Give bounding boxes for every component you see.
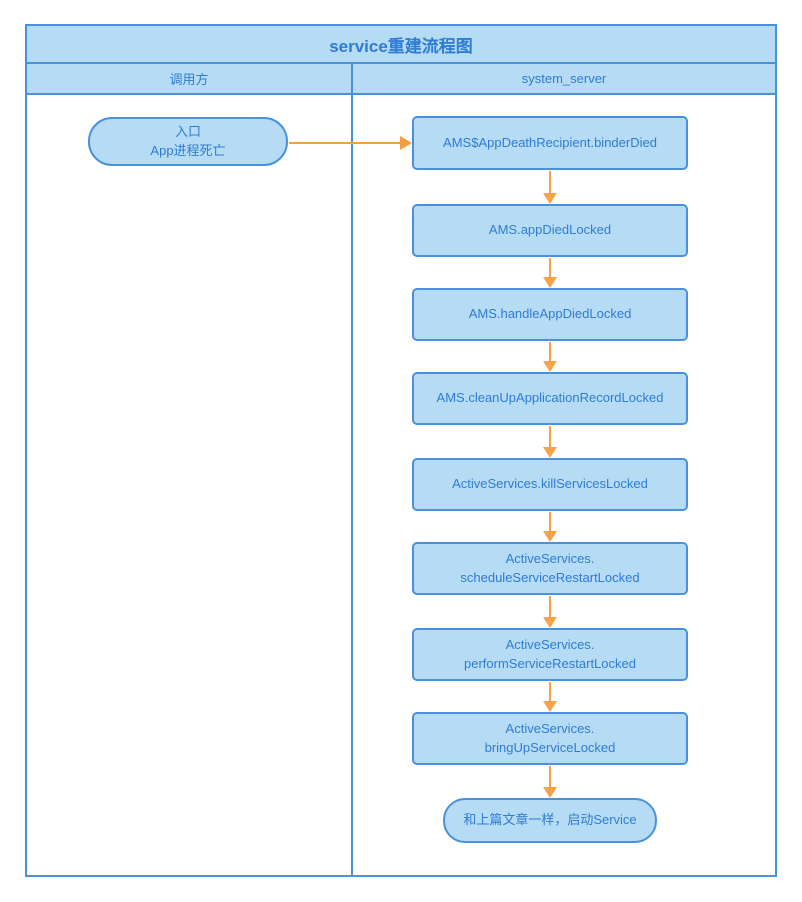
arrow-head-icon <box>543 193 557 204</box>
arrow-shaft <box>549 596 551 617</box>
flow-node-app-died-locked: AMS.appDiedLocked <box>412 204 688 257</box>
lane-divider <box>351 62 353 875</box>
lane-header-system-server: system_server <box>351 62 777 95</box>
flow-node-perform-service-restart-locked: ActiveServices. performServiceRestartLoc… <box>412 628 688 681</box>
arrow-shaft <box>549 342 551 361</box>
arrow-shaft <box>549 258 551 277</box>
arrow-shaft <box>549 426 551 447</box>
flow-arrow-down <box>542 512 558 542</box>
arrow-head-icon <box>543 617 557 628</box>
arrow-shaft <box>289 142 400 144</box>
flow-arrow-down <box>542 682 558 712</box>
arrow-shaft <box>549 171 551 193</box>
arrow-shaft <box>549 766 551 787</box>
flow-arrow-right <box>289 135 412 151</box>
flow-node-schedule-service-restart-locked: ActiveServices. scheduleServiceRestartLo… <box>412 542 688 595</box>
arrow-shaft <box>549 512 551 531</box>
flow-arrow-down <box>542 342 558 372</box>
diagram-title: service重建流程图 <box>25 24 777 64</box>
flow-arrow-down <box>542 596 558 628</box>
flow-node-bring-up-service-locked: ActiveServices. bringUpServiceLocked <box>412 712 688 765</box>
flow-node-clean-up-application-record-locked: AMS.cleanUpApplicationRecordLocked <box>412 372 688 425</box>
arrow-head-icon <box>543 701 557 712</box>
flow-arrow-down <box>542 766 558 798</box>
flow-node-handle-app-died-locked: AMS.handleAppDiedLocked <box>412 288 688 341</box>
flow-arrow-down <box>542 258 558 288</box>
arrow-head-icon <box>543 787 557 798</box>
arrow-head-icon <box>400 136 412 150</box>
flow-node-entry: 入口 App进程死亡 <box>88 117 288 166</box>
arrow-head-icon <box>543 361 557 372</box>
arrow-head-icon <box>543 447 557 458</box>
flow-node-terminal: 和上篇文章一样，启动Service <box>443 798 657 843</box>
lane-header-caller: 调用方 <box>25 62 353 95</box>
arrow-head-icon <box>543 531 557 542</box>
flow-arrow-down <box>542 171 558 204</box>
flow-node-kill-services-locked: ActiveServices.killServicesLocked <box>412 458 688 511</box>
flow-node-binder-died: AMS$AppDeathRecipient.binderDied <box>412 116 688 170</box>
arrow-head-icon <box>543 277 557 288</box>
arrow-shaft <box>549 682 551 701</box>
flow-arrow-down <box>542 426 558 458</box>
